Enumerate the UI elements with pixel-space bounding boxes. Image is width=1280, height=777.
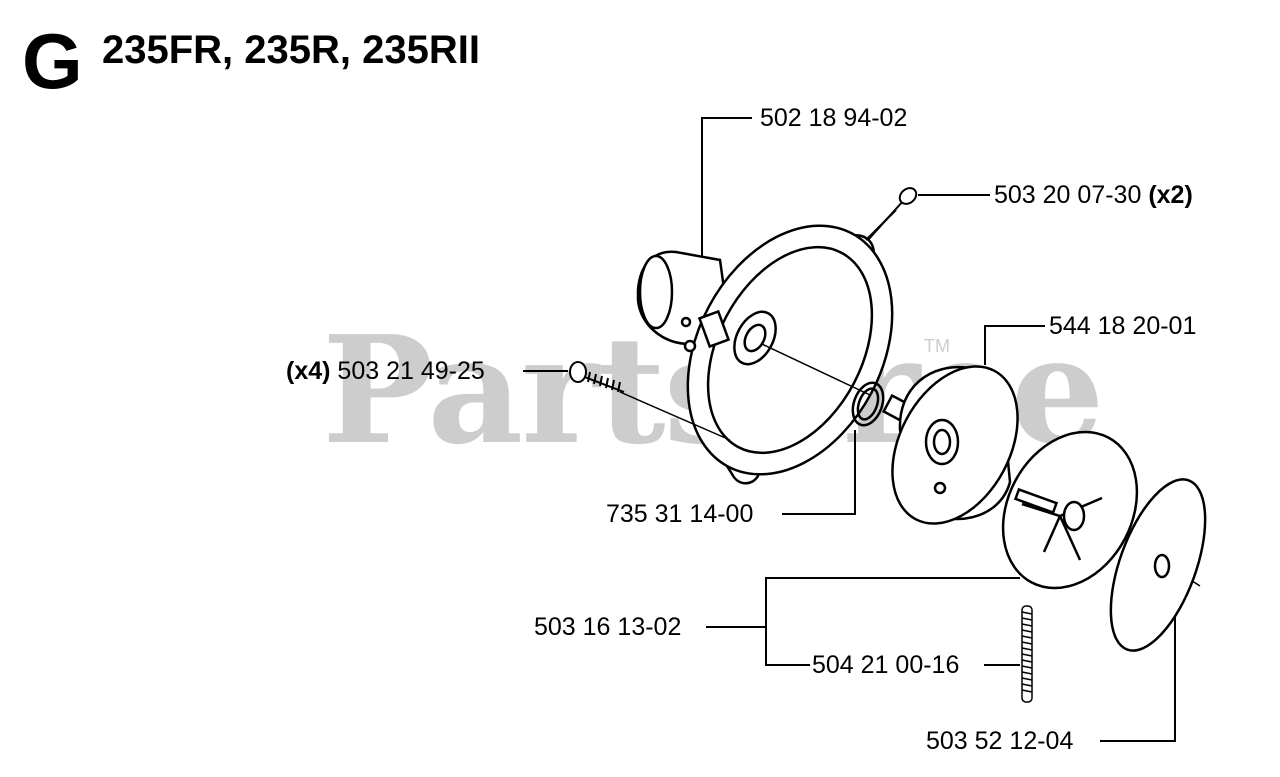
part-quantity: (x2) [1148, 181, 1193, 209]
part-label-504-21-00-16: 504 21 00-16 [812, 653, 959, 678]
screw-top [865, 187, 918, 241]
part-number: 502 18 94-02 [760, 104, 908, 132]
spring [1021, 605, 1033, 703]
part-number: 735 31 14-00 [606, 500, 754, 528]
leader-lines [523, 117, 1176, 742]
section-letter: G [22, 17, 83, 105]
part-number: 503 16 13-02 [534, 613, 682, 641]
screw-left [569, 361, 731, 441]
part-label-503-16-13-02: 503 16 13-02 [534, 615, 681, 640]
washer [1109, 478, 1207, 652]
part-number: 544 18 20-01 [1049, 312, 1197, 340]
part-label-503-52-12-04: 503 52 12-04 [926, 729, 1073, 754]
part-number: 504 21 00-16 [812, 651, 960, 679]
o-ring [851, 381, 885, 427]
part-label-735-31-14-00: 735 31 14-00 [606, 502, 753, 527]
part-label-502-18-94-02: 502 18 94-02 [760, 106, 907, 131]
part-number: 503 21 49-25 [337, 357, 485, 385]
part-label-544-18-20-01: 544 18 20-01 [1049, 314, 1196, 339]
part-number: 503 20 07-30 [994, 181, 1142, 209]
models-title: 235FR, 235R, 235RII [102, 28, 480, 72]
part-quantity: (x4) [286, 357, 331, 385]
watermark-trademark: TM [924, 336, 950, 356]
part-label-503-20-07-30: 503 20 07-30 (x2) [994, 183, 1193, 208]
clutch-drum [881, 365, 1019, 525]
gear-housing [636, 224, 894, 485]
clutch-shoe [1001, 430, 1139, 590]
part-label-503-21-49-25: (x4) 503 21 49-25 [286, 359, 485, 384]
part-number: 503 52 12-04 [926, 727, 1074, 755]
